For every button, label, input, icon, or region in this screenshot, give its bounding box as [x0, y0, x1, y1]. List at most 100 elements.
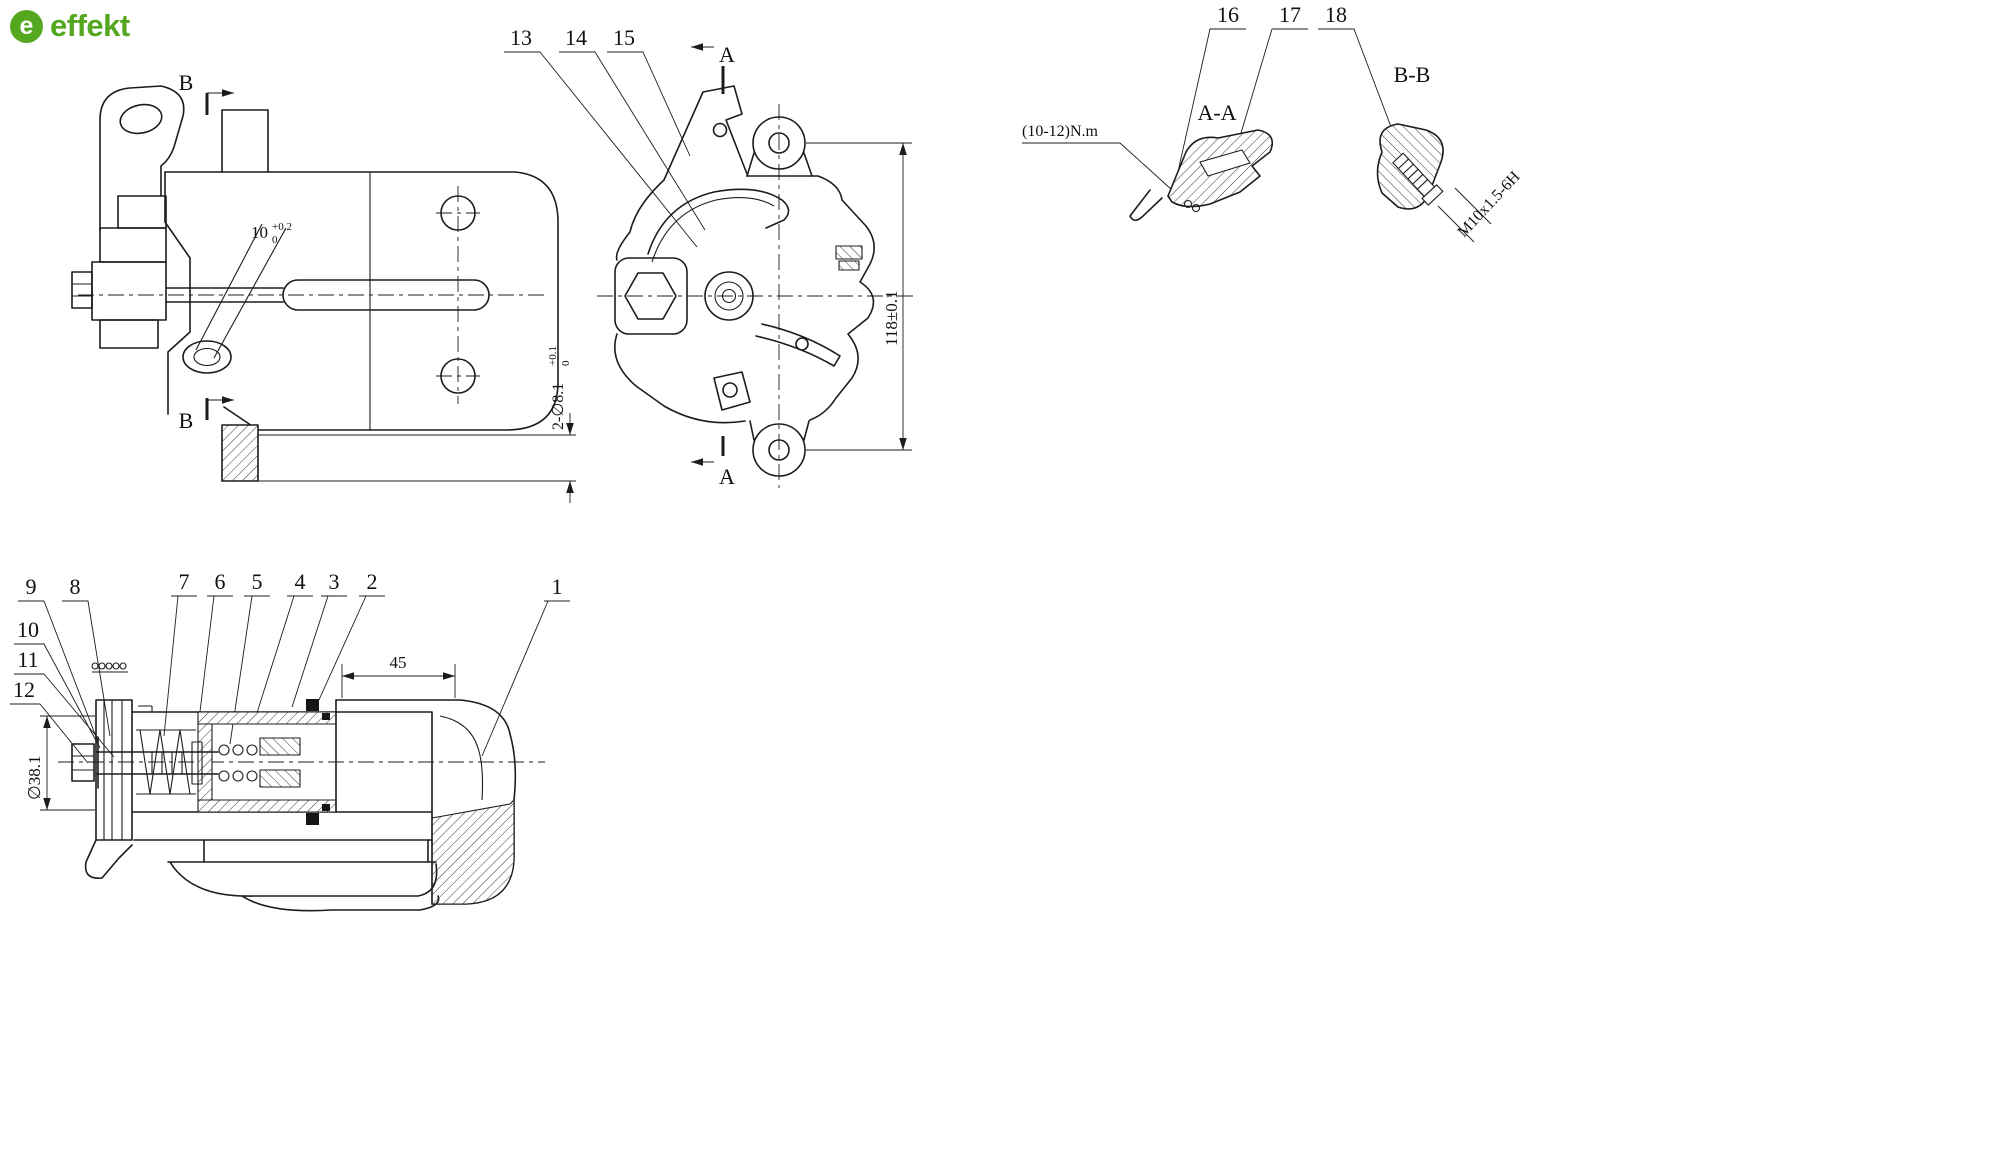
callout-13-label: 13 [510, 25, 532, 50]
adjuster-bolt [71, 736, 99, 789]
section-aa-title: A-A [1197, 100, 1236, 125]
logo-text: effekt [50, 8, 130, 43]
section-mark-b-top: B [179, 70, 234, 115]
callout-2: 2 [317, 569, 385, 703]
spring-end-coils [91, 662, 128, 673]
section-label-a-bottom: A [719, 464, 735, 489]
angle-dim-tol-lower: 0 [272, 234, 278, 246]
mounting-ear-bottom [749, 420, 810, 477]
thread-note-text: M10x1.5-6H [1454, 168, 1523, 241]
length-dimension: 45 [341, 653, 456, 698]
mounting-flange [84, 662, 133, 879]
return-spring [647, 188, 790, 255]
hex-socket [624, 272, 677, 320]
section-mark-a-bottom: A [691, 436, 735, 489]
pad-and-bracket [133, 839, 440, 912]
callout-5-label: 5 [252, 569, 263, 594]
adjuster-shaft [95, 741, 219, 785]
callout-3-label: 3 [329, 569, 340, 594]
caliper-body-front [614, 175, 875, 424]
hole-boss-section [221, 413, 576, 503]
caliper-body-side [164, 171, 559, 431]
callout-17-label: 17 [1279, 2, 1301, 27]
front-centerlines [597, 104, 918, 488]
callout-3: 3 [291, 569, 347, 708]
coil-spring [136, 729, 196, 795]
rubber-boot [182, 340, 232, 374]
bearing-balls [218, 744, 258, 782]
callout-12-label: 12 [13, 677, 35, 702]
section-bb: 18 B-B M10x1.5-6H [1318, 2, 1524, 243]
torque-note: (10-12)N.m [1022, 123, 1173, 191]
diameter-dimension: ∅38.1 [25, 715, 95, 811]
callout-18: 18 [1318, 2, 1397, 141]
callout-15: 15 [607, 25, 691, 157]
lever-arm-edges [195, 223, 287, 359]
callout-11-label: 11 [17, 647, 38, 672]
callout-13: 13 [504, 25, 698, 248]
height-dim-value: 118±0.1 [882, 291, 901, 346]
length-dim-value: 45 [390, 653, 407, 672]
callout-11: 11 [14, 647, 115, 758]
callout-16: 16 [1174, 2, 1246, 186]
left-hardware-stack [71, 195, 167, 349]
section-aa: 16 17 A-A (10-12)N.m [1022, 2, 1308, 222]
hole-dimension: 2-∅8.1 +0.1 0 [547, 346, 572, 430]
angle-dim-value: 10 [251, 223, 268, 242]
callout-4: 4 [255, 569, 313, 717]
callout-9: 9 [18, 574, 99, 743]
callout-2-label: 2 [367, 569, 378, 594]
angle-dimension: 10 +0.2 0 [251, 221, 292, 246]
hole-dim-value: 2-∅8.1 [550, 383, 567, 430]
angle-dim-tol-upper: +0.2 [272, 221, 292, 233]
section-label-b-top: B [179, 70, 194, 95]
callout-8: 8 [62, 574, 111, 737]
top-lug [221, 109, 269, 173]
callout-7: 7 [163, 569, 197, 737]
callout-8-label: 8 [70, 574, 81, 599]
side-view: B B [71, 70, 576, 503]
diameter-dim-value: ∅38.1 [25, 755, 44, 800]
logo-icon-letter: e [19, 11, 34, 40]
section-bb-title: B-B [1394, 62, 1431, 87]
callout-17: 17 [1232, 2, 1308, 161]
seals [306, 699, 330, 825]
callout-1: 1 [481, 574, 570, 757]
callout-6-label: 6 [215, 569, 226, 594]
bleeder-section [835, 245, 863, 260]
callout-9-label: 9 [26, 574, 37, 599]
callout-15-label: 15 [613, 25, 635, 50]
callout-10-label: 10 [17, 617, 39, 642]
callout-6: 6 [197, 569, 233, 729]
callout-12: 12 [10, 677, 89, 764]
callout-14: 14 [559, 25, 706, 231]
callout-16-label: 16 [1217, 2, 1239, 27]
thread-bolt [1392, 152, 1444, 206]
handbrake-lever [755, 323, 841, 367]
callout-18-label: 18 [1325, 2, 1347, 27]
stop-tab [713, 371, 751, 411]
callout-7-label: 7 [179, 569, 190, 594]
hole-dim-tol-lower: 0 [560, 360, 572, 366]
logo-icon: e [10, 9, 43, 43]
front-view: 13 14 15 A A [504, 25, 918, 489]
adjuster-boss [614, 257, 688, 335]
retaining-pin [1129, 189, 1163, 222]
adjuster-nut [259, 737, 301, 788]
logo: e effekt [10, 8, 130, 44]
section-mark-b-bottom: B [179, 396, 234, 433]
mounting-ear-top [746, 116, 813, 177]
guide-pin [165, 279, 490, 311]
section-aa-part [1129, 129, 1274, 222]
hole-dim-tol-upper: +0.1 [547, 346, 559, 366]
callout-10: 10 [14, 617, 101, 749]
piston-front [704, 271, 754, 321]
height-dimension: 118±0.1 [806, 142, 912, 451]
section-label-b-bottom: B [179, 408, 194, 433]
torque-note-text: (10-12)N.m [1022, 123, 1099, 140]
mounting-bracket-ear [99, 85, 185, 231]
section-bb-part [1376, 123, 1492, 243]
section-label-a-top: A [719, 42, 735, 67]
